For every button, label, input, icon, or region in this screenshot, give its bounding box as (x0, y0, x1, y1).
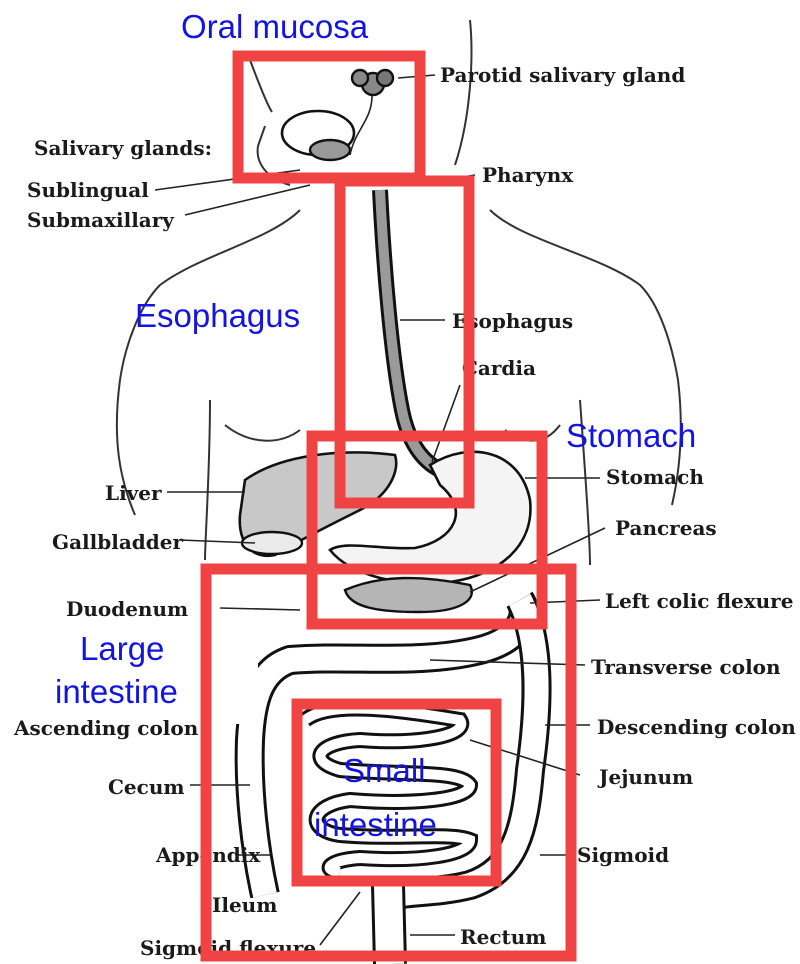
highlight-small-intestine-line1: Small (343, 752, 426, 789)
label-pancreas: Pancreas (615, 516, 717, 540)
label-descending-colon: Descending colon (597, 715, 796, 739)
label-rectum: Rectum (460, 925, 546, 949)
label-transverse-colon: Transverse colon (591, 655, 781, 679)
label-sublingual: Sublingual (27, 178, 149, 202)
mouth-glands (282, 70, 393, 160)
small-intestine-organ (305, 708, 470, 872)
label-stomach: Stomach (606, 465, 704, 489)
highlight-small-intestine-line2: intestine (314, 806, 437, 843)
label-jejunum: Jejunum (597, 765, 693, 789)
label-sigmoid: Sigmoid (577, 843, 669, 867)
pancreas-organ (345, 578, 472, 612)
highlight-esophagus: Esophagus (135, 297, 300, 334)
label-pharynx: Pharynx (482, 163, 574, 187)
esophagus-organ (380, 190, 440, 470)
highlight-large-intestine-line1: Large (80, 630, 164, 667)
highlight-large-intestine-line2: intestine (55, 673, 178, 710)
label-parotid: Parotid salivary gland (440, 63, 685, 87)
body-outline (117, 20, 681, 565)
label-backdrop (214, 612, 258, 724)
label-liver: Liver (105, 481, 162, 505)
label-submaxillary: Submaxillary (27, 208, 175, 232)
label-ascending-colon: Ascending colon (13, 716, 199, 740)
highlight-stomach: Stomach (566, 417, 696, 454)
label-cecum: Cecum (108, 775, 185, 799)
highlight-oral-mucosa: Oral mucosa (181, 8, 369, 45)
label-ileum: Ileum (212, 893, 277, 917)
label-left-colic-flexure: Left colic flexure (605, 589, 793, 613)
label-salivary-glands: Salivary glands: (34, 136, 212, 160)
label-duodenum: Duodenum (66, 597, 188, 621)
label-gallbladder: Gallbladder (52, 530, 183, 554)
